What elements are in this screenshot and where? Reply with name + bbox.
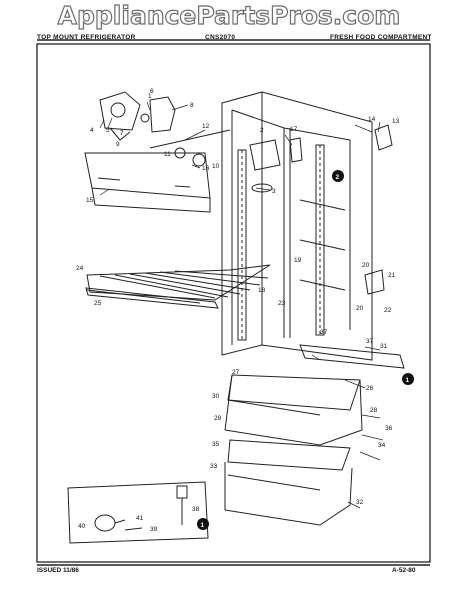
marker-2-cabinet bbox=[332, 170, 344, 182]
callout-17: 17 bbox=[290, 126, 298, 133]
callout-21: 21 bbox=[388, 272, 396, 279]
wire-shelf-drawing bbox=[85, 264, 271, 309]
callout-23: 23 bbox=[278, 300, 286, 307]
callout-12: 12 bbox=[202, 123, 210, 130]
header-center: CNS2070 bbox=[205, 34, 236, 41]
callout-28: 28 bbox=[370, 407, 378, 414]
callout-32: 32 bbox=[356, 499, 364, 506]
callout-19: 19 bbox=[294, 257, 302, 264]
callout-24: 24 bbox=[76, 265, 84, 272]
callout-18: 18 bbox=[258, 287, 266, 294]
callout-40: 40 bbox=[78, 523, 86, 530]
callout-8: 8 bbox=[190, 102, 194, 109]
callout-3: 3 bbox=[272, 188, 276, 195]
control-box-drawing bbox=[249, 124, 393, 295]
callout-16: 16 bbox=[202, 165, 210, 172]
callout-11: 11 bbox=[164, 151, 171, 158]
callout-22: 22 bbox=[384, 307, 392, 314]
cabinet-liner-drawing bbox=[221, 91, 373, 361]
callout-35: 35 bbox=[212, 441, 220, 448]
callout-1: 1 bbox=[148, 93, 152, 100]
callout-26: 26 bbox=[366, 385, 374, 392]
crisper-drawers-drawing bbox=[224, 344, 405, 526]
callout-29: 29 bbox=[214, 415, 222, 422]
callout-9: 9 bbox=[116, 141, 120, 148]
callout-41: 41 bbox=[136, 515, 144, 522]
callout-34: 34 bbox=[378, 442, 386, 449]
callout-33: 33 bbox=[210, 463, 218, 470]
callout-27: 27 bbox=[232, 369, 240, 376]
callout-38: 38 bbox=[192, 506, 200, 513]
marker-2-cabinet-label: 2 bbox=[336, 174, 340, 181]
header-right: FRESH FOOD COMPARTMENT bbox=[330, 34, 432, 41]
marker-1-leveler bbox=[197, 518, 209, 530]
circled-markers: 1 2 1 bbox=[197, 170, 414, 530]
control-housing-drawing bbox=[99, 91, 231, 167]
leveler-inset-drawing bbox=[67, 481, 209, 544]
callout-5: 5 bbox=[106, 127, 110, 134]
callout-6: 6 bbox=[150, 88, 154, 95]
marker-1-crisper bbox=[402, 373, 414, 385]
watermark: AppliancePartsPros.com bbox=[57, 0, 401, 30]
callout-10: 10 bbox=[212, 163, 220, 170]
callout-36: 36 bbox=[385, 425, 393, 432]
callout-4: 4 bbox=[90, 127, 94, 134]
diagram-frame bbox=[36, 43, 431, 563]
callout-14: 14 bbox=[368, 116, 376, 123]
callout-37-upper: 37 bbox=[366, 338, 374, 345]
callout-25: 25 bbox=[94, 300, 102, 307]
callout-20-lower: 20 bbox=[356, 305, 364, 312]
callout-15: 15 bbox=[86, 197, 94, 204]
callout-13: 13 bbox=[392, 118, 400, 125]
leader-lines bbox=[99, 101, 384, 509]
callout-7: 7 bbox=[120, 130, 124, 137]
callout-39: 39 bbox=[150, 526, 158, 533]
callout-2: 2 bbox=[260, 127, 264, 134]
callout-31: 31 bbox=[380, 343, 388, 350]
callout-37-lower: 37 bbox=[320, 329, 328, 336]
shelf-rail-drawing bbox=[237, 144, 325, 341]
callout-30: 30 bbox=[212, 393, 220, 400]
callout-20-upper: 20 bbox=[362, 262, 370, 269]
marker-1-crisper-label: 1 bbox=[406, 377, 410, 384]
footer-figure-number: A-52-80 bbox=[392, 567, 416, 574]
footer-issued: ISSUED 11/86 bbox=[37, 567, 79, 574]
cover-panel-drawing bbox=[84, 152, 211, 213]
callout-labels: 1 2 3 4 5 6 7 8 9 10 11 12 13 14 15 16 1… bbox=[76, 88, 400, 533]
marker-1-leveler-label: 1 bbox=[201, 522, 205, 529]
header-left: TOP MOUNT REFRIGERATOR bbox=[37, 34, 136, 41]
